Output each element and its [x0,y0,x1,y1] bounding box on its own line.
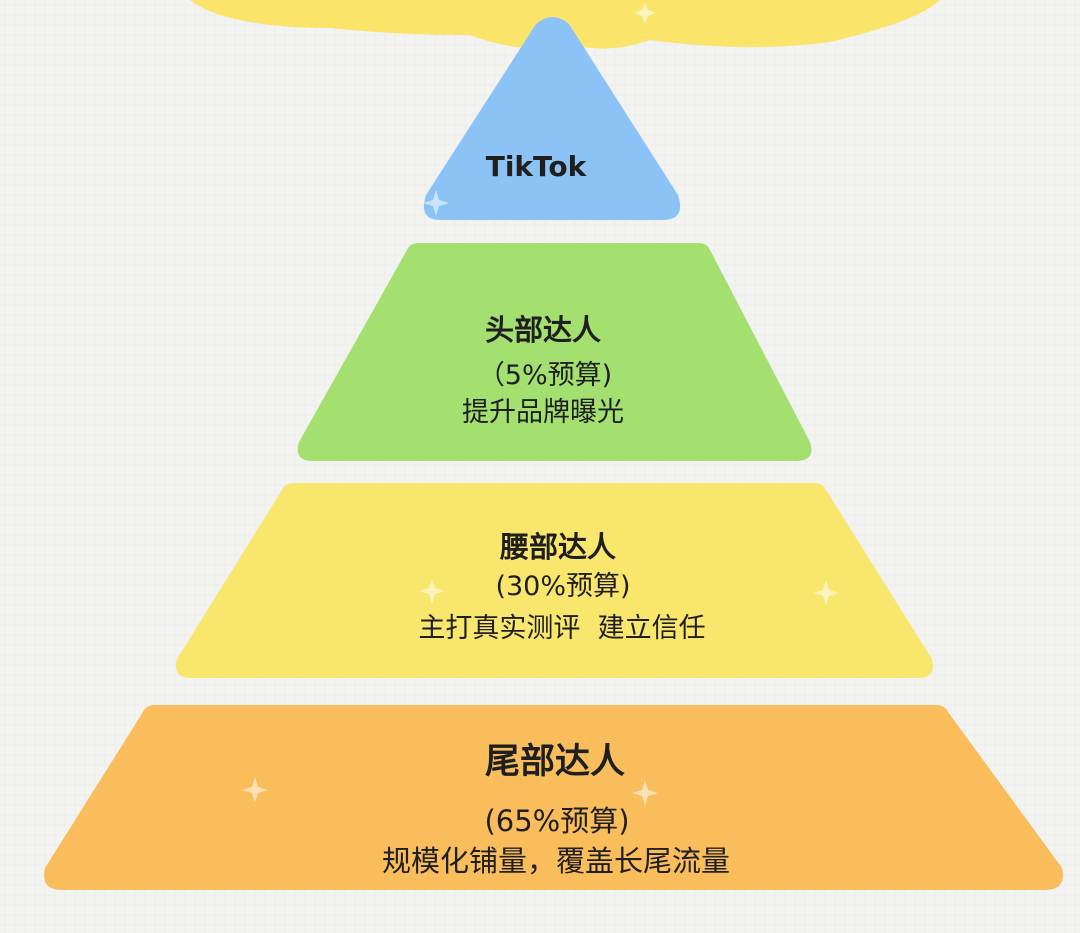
sparkle-icon [419,578,445,604]
sparkle-icon [634,2,656,24]
tier-2-budget: (30%预算) [495,571,631,602]
mid-influencer-tier-shape [175,483,934,678]
tier-2-title: 腰部达人 [499,530,616,564]
tier-0-title: TikTok [485,150,587,183]
tier-1-description: 提升品牌曝光 [462,397,624,428]
sparkle-icon [242,777,268,803]
tier-1-budget: （5%预算) [477,360,613,391]
head-influencer-tier-shape [297,243,812,461]
tier-3-description: 规模化铺量，覆盖长尾流量 [381,844,730,878]
tier-3-title: 尾部达人 [484,742,625,782]
sparkle-icon [423,190,449,216]
sparkle-decorations [242,2,839,806]
sparkle-icon [632,780,658,806]
tier-2-description: 主打真实测评 建立信任 [418,613,706,644]
sparkle-icon [813,580,839,606]
tiktok-tier-triangle [423,17,681,220]
tier-1-title: 头部达人 [484,313,601,347]
tier-3-budget: (65%预算) [484,804,630,838]
tail-influencer-tier-shape [44,705,1063,890]
